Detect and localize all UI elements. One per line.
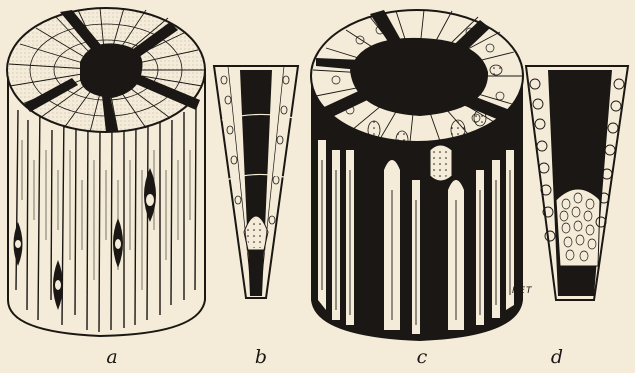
caption-a: a [97,346,127,368]
figure-c-cylinder [311,10,523,340]
caption-d: d [542,346,572,368]
figure-d-sector [526,66,628,300]
figure-b-sector [214,66,298,298]
artist-initials: RET [512,286,532,296]
caption-c: c [407,346,437,368]
figure-a-cylinder [7,8,205,336]
caption-b: b [246,346,276,368]
